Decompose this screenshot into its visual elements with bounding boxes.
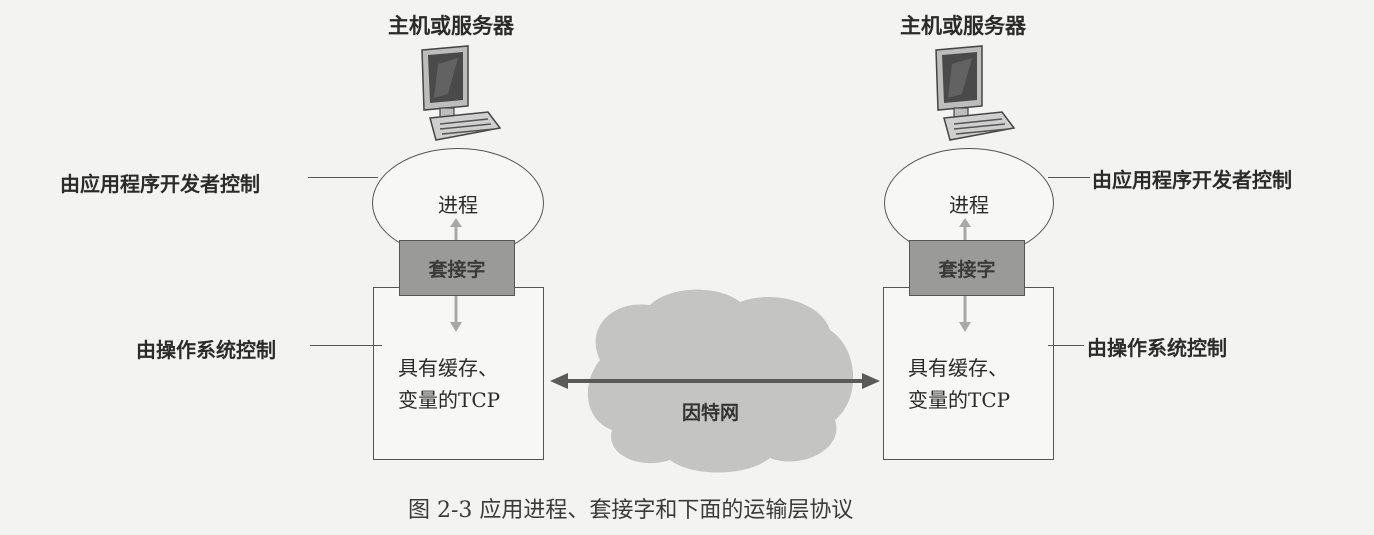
right-down-arrow-icon [959,296,971,332]
left-os-control-label: 由操作系统控制 [136,338,276,362]
left-app-control-label: 由应用程序开发者控制 [60,172,260,196]
right-os-leader-line [1048,345,1084,346]
right-process-ellipse: 进程 [884,148,1054,258]
figure-caption: 图 2-3 应用进程、套接字和下面的运输层协议 [408,498,854,523]
left-os-leader-line [310,345,382,346]
left-host-title: 主机或服务器 [388,14,514,38]
right-host-title: 主机或服务器 [900,14,1026,38]
left-tcp-label-line1: 具有缓存、 [398,356,498,380]
left-tcp-label-line2: 变量的TCP [398,388,501,412]
right-app-leader-line [1048,177,1090,178]
left-computer-icon [421,45,502,141]
internet-label: 因特网 [682,402,740,424]
left-socket-label: 套接字 [428,258,486,281]
right-app-control-label: 由应用程序开发者控制 [1092,168,1292,192]
right-tcp-box: 具有缓存、 变量的TCP [883,287,1054,460]
right-computer-icon [935,45,1016,141]
left-process-label: 进程 [438,192,478,217]
left-down-arrow-icon [450,296,462,332]
left-app-leader-line [308,177,378,178]
right-tcp-label-line2: 变量的TCP [908,388,1011,412]
right-socket-label: 套接字 [938,258,996,281]
left-tcp-box: 具有缓存、 变量的TCP [373,287,544,460]
right-process-label: 进程 [949,192,989,217]
right-os-control-label: 由操作系统控制 [1087,336,1227,360]
left-socket-box: 套接字 [399,240,515,296]
right-socket-box: 套接字 [909,240,1025,296]
right-tcp-label-line1: 具有缓存、 [908,356,1008,380]
